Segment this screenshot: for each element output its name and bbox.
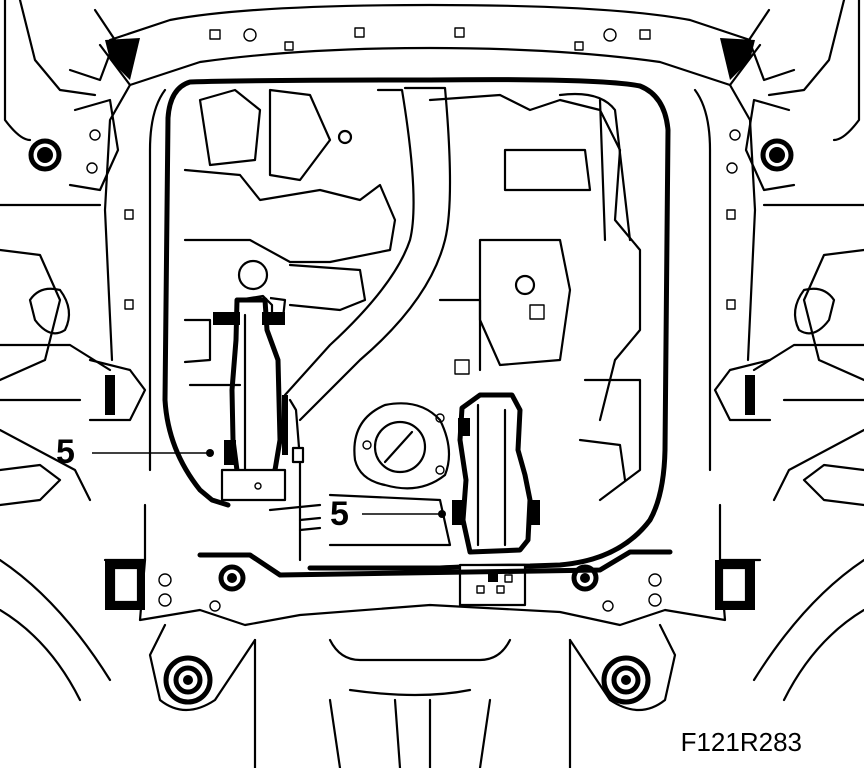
- left-engine-mount: [213, 294, 305, 562]
- left-body-structure: [0, 0, 117, 702]
- front-right-mount: [726, 98, 796, 192]
- callout-leader-left: [92, 449, 214, 457]
- rear-crossmember: [103, 503, 762, 768]
- engine-assembly: [183, 86, 642, 547]
- rear-left-bushing: [163, 655, 213, 705]
- front-left-mount: [28, 98, 120, 192]
- figure-id-label: F121R283: [680, 727, 802, 757]
- engine-bay-outline: [162, 77, 671, 571]
- front-crossmember: [98, 3, 762, 87]
- rear-right-bushing: [601, 655, 651, 705]
- left-side-rail: [88, 83, 167, 472]
- right-engine-mount: [452, 392, 540, 607]
- lower-body-parts: [328, 688, 492, 768]
- callout-label-left: 5: [56, 433, 75, 471]
- right-side-rail: [693, 83, 772, 472]
- callout-leader-right: [362, 510, 446, 518]
- callout-label-right: 5: [330, 495, 349, 533]
- right-body-structure: [747, 0, 864, 702]
